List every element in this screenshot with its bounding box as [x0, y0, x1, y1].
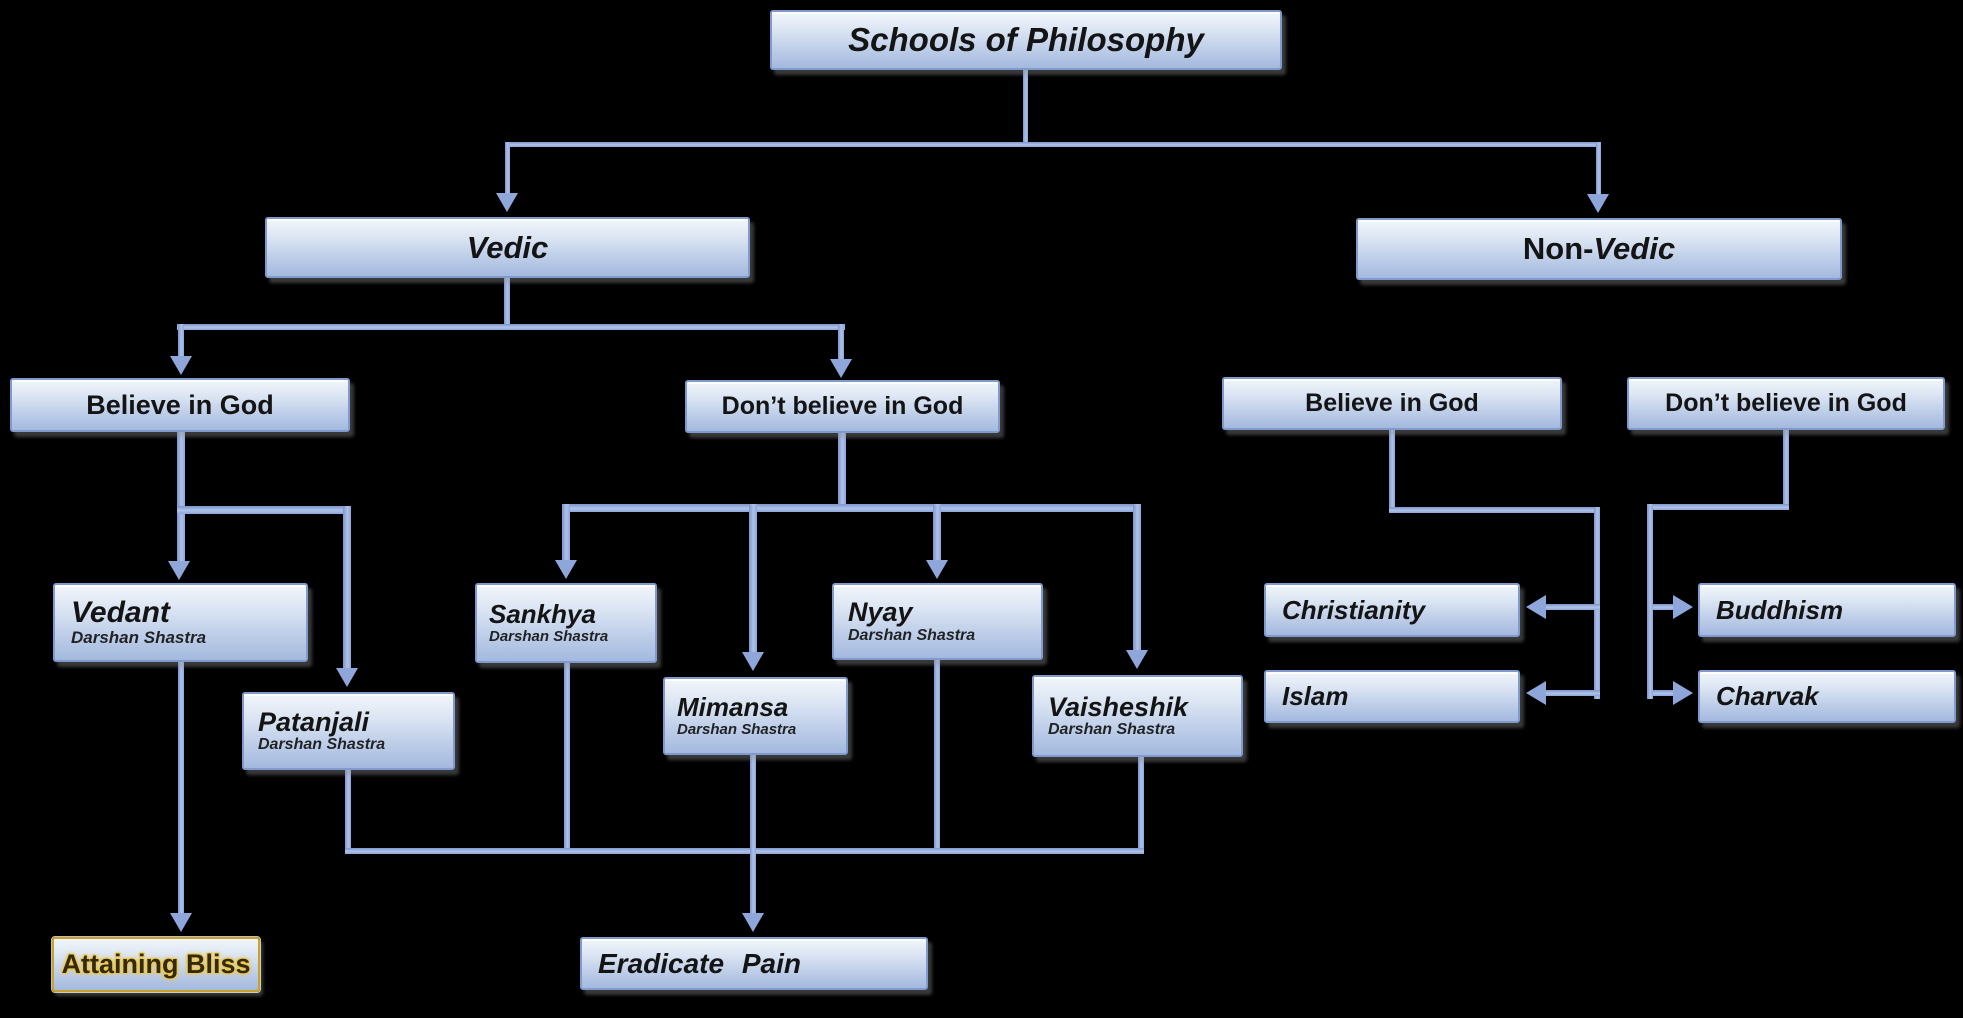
node-label: Don’t believe in God — [721, 392, 964, 420]
arrowhead-down-icon — [168, 561, 190, 580]
node-label: Buddhism — [1716, 594, 1844, 625]
connector — [345, 770, 351, 852]
node-non-vedic: Non-Vedic — [1356, 218, 1842, 280]
node-sublabel: Darshan Shastra — [1048, 721, 1176, 739]
connector — [749, 504, 757, 654]
connector — [1544, 690, 1600, 696]
arrowhead-down-icon — [742, 652, 764, 671]
connector — [1650, 504, 1789, 510]
arrowhead-left-icon — [1526, 595, 1546, 619]
node-mimansa: Mimansa Darshan Shastra — [663, 677, 848, 755]
connector — [1594, 507, 1600, 699]
node-label: Nyay — [848, 597, 913, 628]
arrowhead-down-icon — [926, 560, 948, 579]
node-label: Christianity — [1282, 594, 1426, 625]
arrowhead-down-icon — [336, 668, 358, 687]
node-label-prefix: Non- — [1522, 231, 1594, 266]
node-sublabel: Darshan Shastra — [258, 736, 386, 754]
connector — [178, 662, 184, 915]
node-sublabel: Darshan Shastra — [489, 628, 609, 646]
node-label: Sankhya — [489, 598, 596, 629]
node-nonvedic-dont-believe-in-god: Don’t believe in God — [1627, 377, 1945, 430]
node-charvak: Charvak — [1698, 670, 1956, 723]
node-vedic-dont-believe-in-god: Don’t believe in God — [685, 380, 1000, 433]
connector — [1133, 504, 1141, 652]
arrowhead-down-icon — [830, 359, 852, 378]
arrowhead-down-icon — [496, 193, 518, 212]
connector — [177, 324, 845, 330]
node-sankhya: Sankhya Darshan Shastra — [475, 583, 657, 663]
connector — [1783, 430, 1789, 507]
node-christianity: Christianity — [1264, 583, 1520, 637]
node-label: Charvak — [1716, 681, 1819, 711]
node-label: Believe in God — [86, 389, 274, 420]
connector — [1389, 507, 1600, 513]
connector — [1138, 757, 1144, 852]
node-label: Islam — [1282, 681, 1349, 711]
node-schools-of-philosophy: Schools of Philosophy — [770, 10, 1282, 70]
connector — [1653, 604, 1675, 610]
arrowhead-left-icon — [1526, 681, 1546, 705]
connector — [838, 433, 846, 508]
connector — [1544, 604, 1600, 610]
node-label: Schools of Philosophy — [848, 21, 1204, 58]
connector — [505, 142, 510, 198]
arrowhead-down-icon — [742, 913, 764, 932]
connector — [1653, 690, 1675, 696]
node-vedant: Vedant Darshan Shastra — [53, 583, 308, 662]
node-label: Vaisheshik — [1048, 691, 1189, 722]
node-nonvedic-believe-in-god: Believe in God — [1222, 377, 1562, 430]
node-label: Vedant — [71, 595, 170, 629]
connector — [177, 506, 351, 514]
arrowhead-down-icon — [555, 560, 577, 579]
node-sublabel: Darshan Shastra — [677, 721, 797, 739]
node-label: Vedic — [466, 229, 549, 265]
arrowhead-right-icon — [1673, 681, 1693, 705]
connector — [934, 660, 940, 852]
node-label: Mimansa — [677, 691, 789, 722]
node-label: Patanjali — [258, 706, 370, 737]
connector — [504, 278, 510, 330]
node-label: Eradicate Pain — [598, 947, 801, 979]
connector — [505, 142, 1600, 147]
connector — [562, 504, 570, 562]
node-islam: Islam — [1264, 670, 1520, 723]
connector — [562, 504, 1141, 512]
node-vedic-believe-in-god: Believe in God — [10, 378, 350, 432]
node-label: Believe in God — [1305, 389, 1479, 417]
node-label: Attaining Bliss — [61, 949, 251, 979]
arrowhead-right-icon — [1673, 595, 1693, 619]
connector — [1596, 142, 1601, 198]
connector — [1023, 70, 1028, 146]
node-attaining-bliss: Attaining Bliss — [52, 937, 260, 992]
arrowhead-down-icon — [170, 913, 192, 932]
node-eradicate-pain: Eradicate Pain — [580, 937, 928, 990]
node-buddhism: Buddhism — [1698, 583, 1956, 637]
connector — [345, 848, 1144, 854]
connector — [1647, 504, 1653, 699]
arrowhead-down-icon — [1126, 650, 1148, 669]
connector — [177, 432, 185, 563]
connector — [564, 663, 570, 852]
connector — [933, 504, 941, 562]
connector — [1389, 430, 1395, 512]
connector — [750, 755, 756, 915]
node-vedic: Vedic — [265, 217, 750, 278]
arrowhead-down-icon — [170, 356, 192, 375]
connector — [838, 324, 844, 361]
node-sublabel: Darshan Shastra — [848, 626, 976, 644]
node-vaisheshik: Vaisheshik Darshan Shastra — [1032, 675, 1243, 757]
node-sublabel: Darshan Shastra — [71, 628, 207, 648]
arrowhead-down-icon — [1587, 194, 1609, 213]
connector — [343, 506, 351, 670]
node-nyay: Nyay Darshan Shastra — [832, 583, 1043, 660]
connector — [178, 324, 184, 358]
node-label: Don’t believe in God — [1665, 389, 1907, 417]
node-label-italic: Vedic — [1593, 231, 1676, 266]
node-patanjali: Patanjali Darshan Shastra — [242, 692, 455, 770]
